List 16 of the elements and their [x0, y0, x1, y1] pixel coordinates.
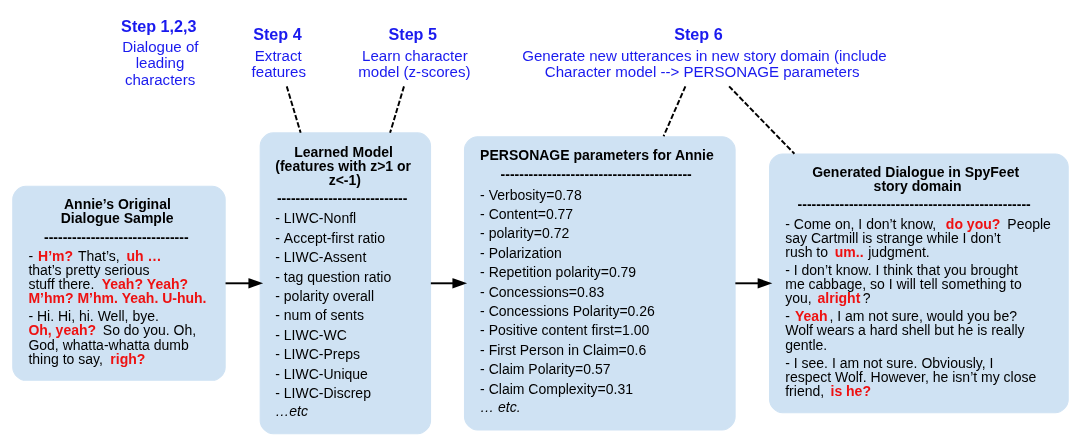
arrow [429, 277, 468, 288]
node-box: Generated Dialogue in SpyFeet story domain -------------------------------------------------- - Come on, I don’t know, do you? People say Cartmill is strange while I don’t rush to um.. judgment. - I don’t know. I think that you brought me cabbage, so I will tell something to you, alright? - Yeah, I am not sure, would you be? Wolf wears a hard shell but he is really gentle. - I see. I am not sure. Obviously, I respect Wolf. However, he isn’t my close friend, is he? [769, 152, 1069, 413]
connector [389, 84, 405, 134]
node-box: Annie’s Original Dialogue Sample ------------------------------- - H’m? That’s, uh … that’s pretty serious stuff there. Yeah? Yeah? M’hm? M’hm. Yeah. U-huh. - Hi. Hi, hi. Well, bye. Oh, yeah? So do you. Oh, God, whatta-whatta dumb thing to say, righ? [12, 185, 226, 381]
arrow [734, 277, 773, 288]
node-box: PERSONAGE parameters for Annie ----------------------------------------- - Verbosity=0.78 - Content=0.77 - polarity=0.72 - Polarization - Repetition polarity=0.79 - Concessions=0.83 - Concessions Polarity=0.26 - Positive content first=1.00 - First Person in Claim=0.6 - Claim Polarity=0.57 - Claim Complexity=0.31 … etc. [463, 135, 736, 430]
label: Dialogue of leading characters [122, 37, 199, 88]
node-text: Step 6 Generate new utterances in new story domain (include Character model --> PERSONAGE parameters [522, 24, 887, 80]
connector [285, 84, 302, 134]
node-text: Step 5 Learn character model (z-scores) [358, 24, 471, 80]
connector [662, 84, 687, 137]
node-box: Learned Model (features with z>1 or z<-1) ---------------------------- - LIWC-Nonfl - Accept-first ratio - LIWC-Assent - tag question ratio - polarity overall - num of sents - LIWC-WC - LIWC-Preps - LIWC-Unique - LIWC-Discrep …etc [259, 131, 432, 434]
node-text: Step 4 Extract features [251, 24, 307, 80]
arrow [224, 277, 264, 288]
connector [728, 84, 796, 155]
label: Step 1,2,3 [121, 16, 197, 35]
